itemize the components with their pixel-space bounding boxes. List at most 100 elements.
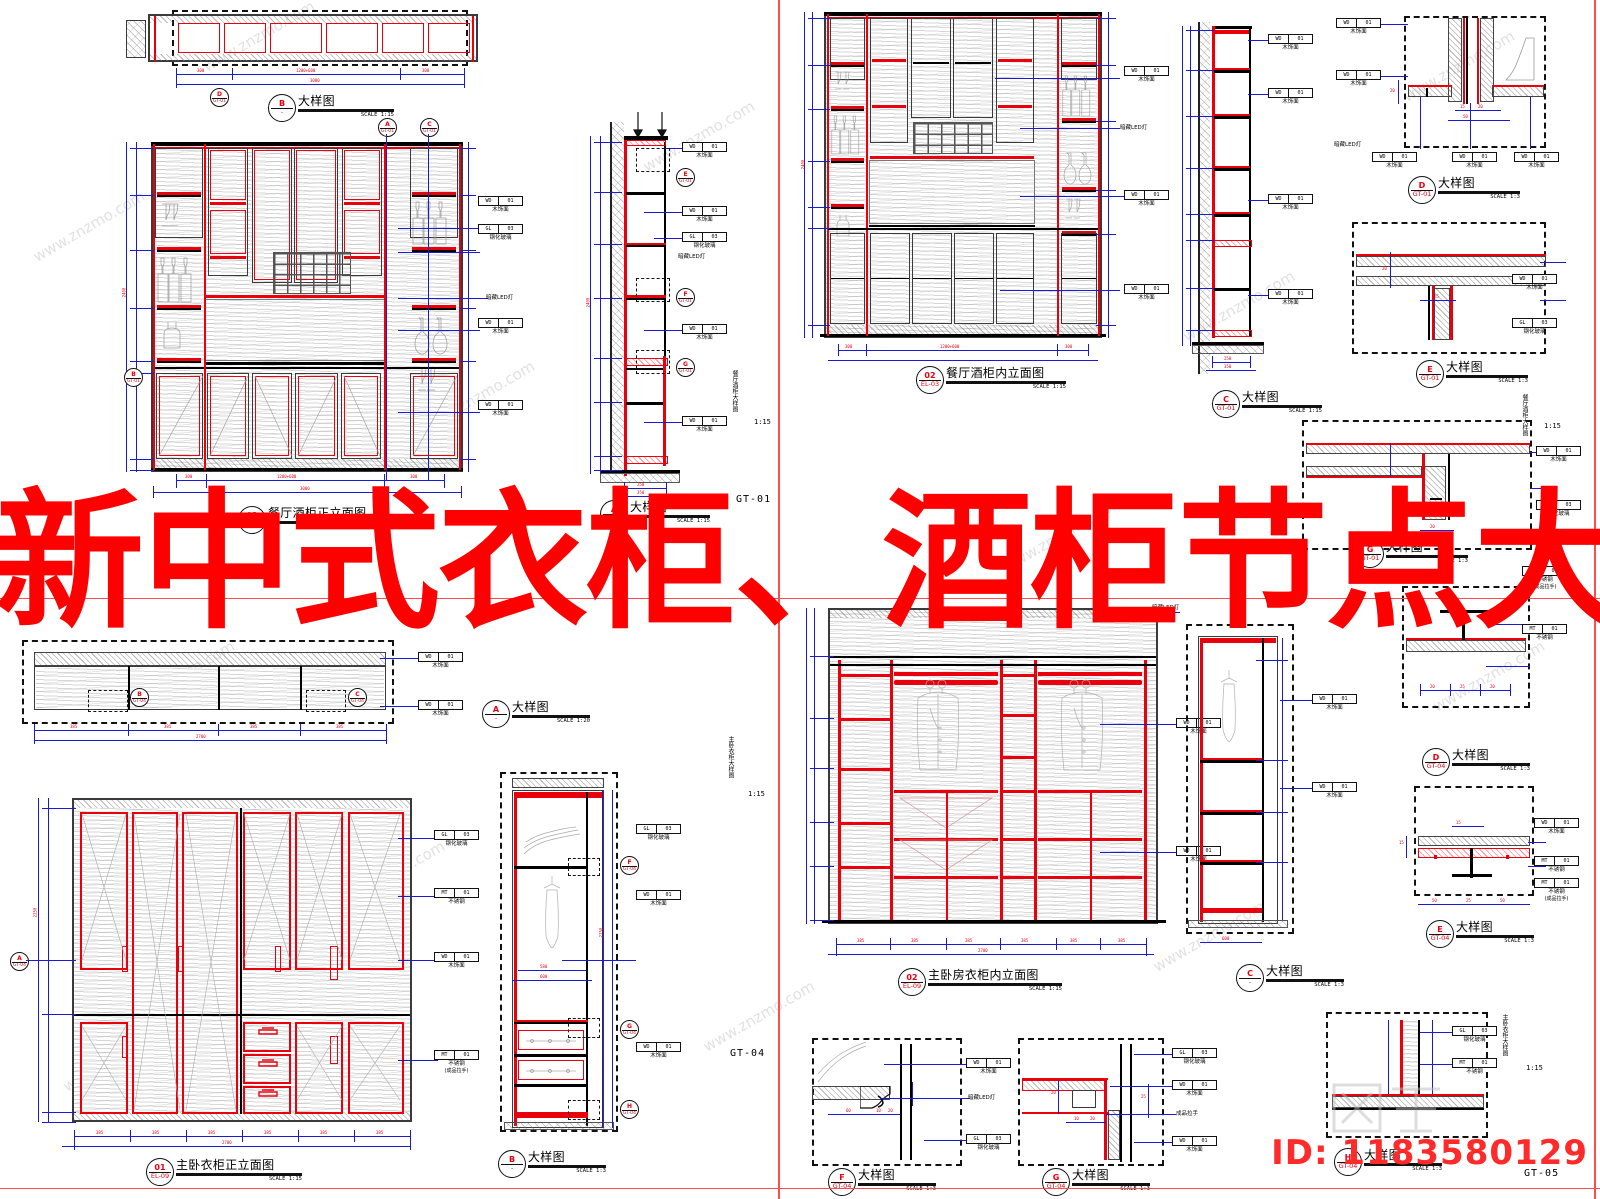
- dim-value: 385: [911, 938, 919, 943]
- tag-code: GL: [435, 831, 455, 839]
- tag-code: WD: [1515, 153, 1535, 161]
- dim-tick: [400, 68, 401, 80]
- shelf: [412, 308, 456, 310]
- counter-panel: [626, 358, 668, 366]
- title-scale: SCALE 1:15: [362, 523, 396, 530]
- shelf-red: [1062, 62, 1096, 65]
- section-callout-f[interactable]: F GT-01: [676, 288, 695, 307]
- red-line: [1406, 638, 1526, 640]
- leader-line: [1486, 624, 1530, 625]
- title-bubble: D GT-04: [1422, 748, 1450, 776]
- dim-tick: [1100, 938, 1101, 950]
- drawing-title-a-wardrobe: A - 大样图 SCALE 1:20: [482, 700, 590, 728]
- drawer[interactable]: [518, 1060, 584, 1080]
- detail-zone: [636, 278, 670, 302]
- tag-label: 木饰面: [1282, 204, 1299, 211]
- section-callout-e[interactable]: E GT-01: [676, 168, 695, 187]
- red-line: [1022, 1112, 1108, 1115]
- dim-value: 300: [410, 474, 418, 479]
- section-callout-a[interactable]: A GT-04: [10, 952, 29, 971]
- dim-tick: [1186, 214, 1214, 215]
- title-bubble-letter: G: [1366, 545, 1374, 554]
- lower-door: [996, 233, 1034, 324]
- wall-hatch: [1198, 22, 1210, 374]
- hanging-garment-icon: [1220, 670, 1238, 743]
- wood-fill: [830, 610, 1156, 922]
- title-bubble-letter: A: [610, 505, 618, 514]
- dim-line: [1200, 942, 1262, 943]
- door-handle[interactable]: [330, 946, 338, 980]
- section-callout-a[interactable]: A GT-01: [378, 118, 397, 137]
- dim-value: 385: [1021, 938, 1029, 943]
- tag-num: 01: [463, 1052, 470, 1058]
- dim-tick: [1088, 344, 1089, 356]
- title-scale: SCALE 1:15: [360, 111, 394, 118]
- shelf: [626, 402, 666, 405]
- shelf-red: [1200, 810, 1262, 812]
- shelf-red: [1214, 166, 1250, 168]
- tag-sublabel: (成品拉手): [1532, 583, 1557, 590]
- dim-value: 250: [1224, 356, 1232, 361]
- door-handle[interactable]: [178, 946, 184, 972]
- tag-code: WD: [435, 953, 455, 961]
- base-panel: [626, 456, 668, 464]
- section-callout-g[interactable]: G GT-01: [676, 358, 695, 377]
- dim-tick: [42, 1112, 76, 1113]
- dim-value: 385: [96, 1130, 104, 1135]
- door-handle[interactable]: [122, 1036, 128, 1058]
- door-handle[interactable]: [122, 946, 128, 972]
- hanging-rail: [894, 672, 998, 676]
- dim-tick: [464, 68, 465, 88]
- material-tag-led: 暗藏LED灯: [1152, 604, 1179, 612]
- shelf: [1214, 70, 1250, 73]
- section-callout[interactable]: D GT-01: [210, 88, 229, 107]
- leader-line: [654, 238, 684, 239]
- sheet-border-bottom: [0, 1188, 1600, 1190]
- section-callout-h[interactable]: H GT-04: [620, 1100, 639, 1119]
- drawer[interactable]: [518, 1030, 584, 1050]
- drawing-title-d-wardrobe: D GT-04 大样图 SCALE 1:3: [1422, 748, 1530, 776]
- tag-code: WD: [1337, 71, 1357, 79]
- dim-tick: [1256, 760, 1288, 761]
- title-name: 大样图: [1452, 748, 1489, 762]
- title-bubble: C GT-01: [1212, 390, 1240, 418]
- shelf-red: [831, 106, 864, 109]
- drawer[interactable]: [243, 1054, 291, 1084]
- tag-code: WD: [1453, 153, 1473, 161]
- tag-label: 木饰面: [1282, 299, 1299, 306]
- door-handle[interactable]: [330, 1036, 338, 1064]
- vertical-note: 餐厅酒柜大样图: [731, 370, 738, 412]
- front-line: [586, 792, 588, 1126]
- drawer[interactable]: [243, 1086, 291, 1114]
- title-bubble-ref: GT-04: [1338, 1162, 1358, 1170]
- dim-tick: [594, 456, 622, 457]
- dim-tick: [460, 148, 476, 149]
- dim-tick: [42, 808, 76, 809]
- section-callout-c[interactable]: C GT-04: [348, 688, 367, 707]
- black-line: [1418, 1020, 1420, 1094]
- door-handle[interactable]: [275, 946, 281, 972]
- section-cut-line: [428, 134, 429, 480]
- drawer[interactable]: [243, 1022, 291, 1052]
- door-swing-lines: [158, 375, 458, 457]
- callout-ref: GT-04: [132, 698, 146, 704]
- tag-label: 木饰面: [980, 1068, 997, 1075]
- dim-line: [828, 1114, 900, 1115]
- title-bubble-letter: B: [508, 1155, 516, 1164]
- section-callout-b[interactable]: B GT-04: [130, 688, 149, 707]
- title-rule: [528, 1165, 606, 1168]
- section-callout-f[interactable]: F GT-04: [620, 856, 639, 875]
- shelf-red: [412, 358, 456, 361]
- dim-tick: [1146, 938, 1147, 956]
- callout-ref: GT-01: [678, 368, 692, 374]
- title-rule: [1364, 1163, 1442, 1166]
- divider: [300, 666, 302, 710]
- section-callout-b[interactable]: B GT-01: [124, 368, 143, 387]
- title-bubble-ref: GT-04: [1426, 762, 1446, 770]
- section-callout-c[interactable]: C GT-01: [420, 118, 439, 137]
- section-callout-g[interactable]: G GT-04: [620, 1020, 639, 1039]
- title-bubble-ref: -: [1248, 978, 1252, 986]
